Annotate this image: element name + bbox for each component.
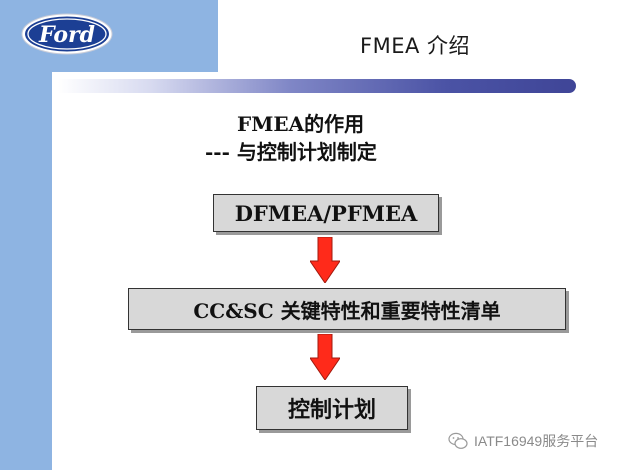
flow-box-cc-sc-list: CC&SC 关键特性和重要特性清单 — [128, 288, 566, 330]
logo-text: Ford — [38, 22, 95, 48]
ford-logo: Ford — [21, 13, 113, 55]
slide-subtitle: FMEA的作用 --- 与控制计划制定 — [205, 110, 377, 166]
subtitle-line-2: --- 与控制计划制定 — [205, 140, 377, 164]
subtitle-line-1: FMEA的作用 — [237, 112, 365, 136]
watermark: IATF16949服务平台 — [448, 431, 598, 451]
down-arrow-icon — [310, 237, 340, 283]
wechat-icon — [448, 432, 468, 449]
flow-box-control-plan: 控制计划 — [256, 386, 408, 430]
flow-box-dfmea-pfmea: DFMEA/PFMEA — [213, 194, 439, 232]
left-accent-band — [0, 0, 52, 470]
down-arrow-icon — [310, 334, 340, 380]
watermark-text: IATF16949服务平台 — [474, 433, 599, 449]
page-title: FMEA 介绍 — [360, 34, 471, 58]
header-divider — [58, 79, 576, 93]
